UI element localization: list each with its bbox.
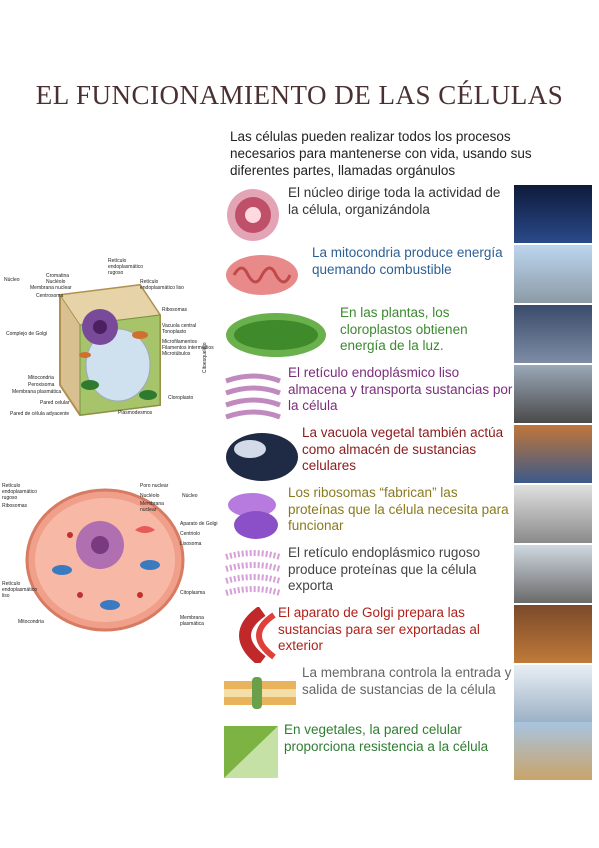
plant-label: Vacuola central	[162, 323, 197, 329]
plant-label: Pared celular	[40, 400, 70, 406]
golgi-icon	[222, 606, 304, 666]
organelle-row: El retículo endoplásmico rugoso produce …	[222, 545, 592, 605]
plant-label: Tonoplasto	[162, 329, 187, 335]
plant-label: Núcleo	[4, 277, 20, 283]
organelle-text: El aparato de Golgi prepara las sustanci…	[278, 605, 480, 653]
organelle-row: El aparato de Golgi prepara las sustanci…	[222, 605, 592, 666]
plant-label: Retículo endoplasmático rugoso	[108, 258, 144, 276]
castle-wall-photo	[514, 722, 592, 780]
plant-label: Mitocondria	[28, 375, 54, 381]
animal-label: Ribosomas	[2, 503, 28, 509]
membrane-icon	[222, 667, 304, 723]
plant-label: Pared de célula adyacente	[10, 411, 70, 417]
plant-label: Retículo endoplasmático liso	[140, 279, 184, 291]
animal-label: Membrana plasmática	[180, 615, 204, 627]
control-room-photo	[514, 185, 592, 243]
organelle-row: En vegetales, la pared celular proporcio…	[222, 722, 592, 782]
animal-label: Retículo endoplasmático liso	[2, 581, 38, 599]
organelle-text: La mitocondria produce energía quemando …	[312, 245, 503, 277]
plant-label: Plasmodesmos	[118, 410, 153, 416]
plant-label: Membrana nuclear	[30, 285, 72, 291]
solar-panels-photo	[514, 305, 592, 363]
animal-label: Citoplasma	[180, 590, 206, 596]
animal-label: Retículo endoplasmático rugoso	[2, 483, 38, 501]
plant-label: Ribosomas	[162, 307, 188, 313]
plant-label: Filamentos intermedios	[162, 345, 214, 351]
animal-cell-diagram: Retículo endoplasmático rugoso Ribosomas…	[0, 475, 218, 640]
factory-chimneys-photo	[514, 545, 592, 603]
organelle-row: El núcleo dirige toda la actividad de la…	[222, 185, 592, 245]
plant-cell-diagram: Núcleo Cromatina Nucléolo Membrana nucle…	[0, 255, 215, 430]
intro-text: Las células pueden realizar todos los pr…	[230, 129, 532, 178]
organelle-text: Los ribosomas “fabrican” las proteínas q…	[288, 485, 509, 533]
organelle-text: La vacuola vegetal también actúa como al…	[302, 425, 504, 473]
organelle-text: En las plantas, los cloroplastos obtiene…	[340, 305, 468, 353]
ribosome-icon	[222, 487, 304, 543]
organelle-text: La membrana controla la entrada y salida…	[302, 665, 512, 697]
revolving-door-photo	[514, 665, 592, 723]
organelle-text: El retículo endoplásmico liso almacena y…	[288, 365, 513, 413]
containers-photo	[514, 425, 592, 483]
nucleus-icon	[222, 187, 304, 243]
chloroplast-icon	[222, 307, 326, 363]
organelle-row: La mitocondria produce energía quemando …	[222, 245, 592, 305]
distillery-photo	[514, 605, 592, 663]
mitochondria-icon	[222, 247, 304, 303]
power-plant-photo	[514, 245, 592, 303]
animal-label: Poro nuclear	[140, 483, 169, 489]
smooth-er-icon	[222, 367, 304, 423]
organelle-text: El retículo endoplásmico rugoso produce …	[288, 545, 481, 593]
plant-label: Microfilamentos	[162, 339, 198, 345]
plant-label: Citoesqueleto	[202, 342, 208, 373]
freight-train-photo	[514, 365, 592, 423]
plant-label: Membrana plasmática	[12, 389, 62, 395]
organelle-row: La vacuola vegetal también actúa como al…	[222, 425, 592, 485]
plant-label: Centrosoma	[36, 293, 64, 299]
factory-machine-photo	[514, 485, 592, 543]
vacuole-icon	[222, 427, 304, 483]
animal-label: Aparato de Golgi	[180, 521, 218, 527]
animal-label: Mitocondria	[18, 619, 44, 625]
page-title: EL FUNCIONAMIENTO DE LAS CÉLULAS	[35, 80, 564, 110]
animal-label: Lisosoma	[180, 541, 202, 547]
organelle-row: En las plantas, los cloroplastos obtiene…	[222, 305, 592, 365]
plant-label: Cromatina	[46, 273, 70, 279]
organelle-text: El núcleo dirige toda la actividad de la…	[288, 185, 501, 217]
animal-label: Nucléolo	[140, 493, 160, 499]
organelle-row: La membrana controla la entrada y salida…	[222, 665, 592, 725]
plant-label: Complejo de Golgi	[6, 331, 48, 337]
plant-label: Nucléolo	[46, 279, 66, 285]
organelle-row: Los ribosomas “fabrican” las proteínas q…	[222, 485, 592, 545]
organelle-text: En vegetales, la pared celular proporcio…	[284, 722, 489, 754]
animal-label: Núcleo	[182, 493, 198, 499]
organelle-row: El retículo endoplásmico liso almacena y…	[222, 365, 592, 425]
animal-label: Centriolo	[180, 531, 201, 537]
animal-label: Membrana nuclear	[140, 501, 164, 513]
cell-wall-icon	[222, 724, 304, 780]
plant-label: Peroxisoma	[28, 382, 55, 388]
plant-label: Cloroplasto	[168, 395, 194, 401]
plant-label: Microtúbulos	[162, 351, 191, 357]
